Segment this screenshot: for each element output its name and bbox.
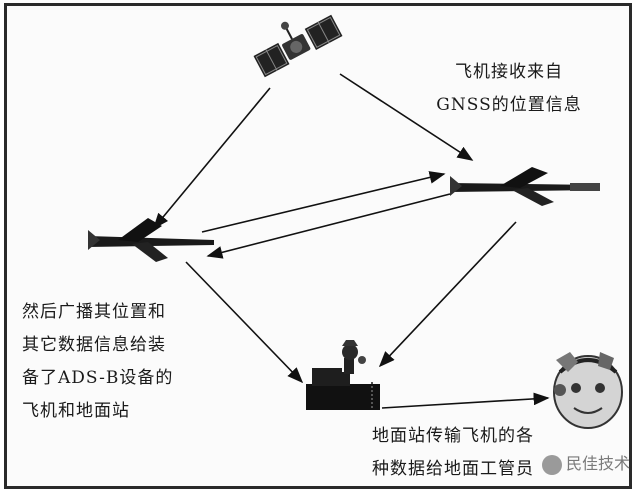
aircraft-left-icon — [88, 218, 214, 262]
arrow-satellite-to-aircraft-left — [152, 87, 271, 230]
satellite-icon — [253, 14, 343, 78]
watermark-text: 民佳技术 — [566, 454, 631, 473]
watermark: 民佳技术 — [542, 450, 630, 475]
arrow-aircraft-right-to-ground — [378, 221, 517, 368]
label-ground-transmission: 地面站传输飞机的各 种数据给地面工管员 — [372, 426, 534, 479]
label-broadcast-info: 然后广播其位置和 其它数据信息给装 备了ADS-B设备的 飞机和地面站 — [22, 302, 174, 421]
label-gnss-reception: 飞机接收来自 GNSS的位置信息 — [436, 62, 582, 115]
aircraft-right-icon — [450, 167, 600, 206]
ground-station-icon — [306, 340, 380, 410]
arrow-satellite-to-aircraft-right — [339, 73, 474, 161]
arrow-left-to-right-aircraft — [201, 171, 446, 233]
arrow-right-to-left-aircraft — [206, 193, 451, 259]
watermark-logo-icon — [542, 454, 562, 475]
arrows — [152, 73, 550, 409]
arrow-ground-to-controller — [381, 392, 550, 409]
controller-icon — [553, 352, 623, 429]
arrow-aircraft-left-to-ground — [185, 261, 304, 384]
